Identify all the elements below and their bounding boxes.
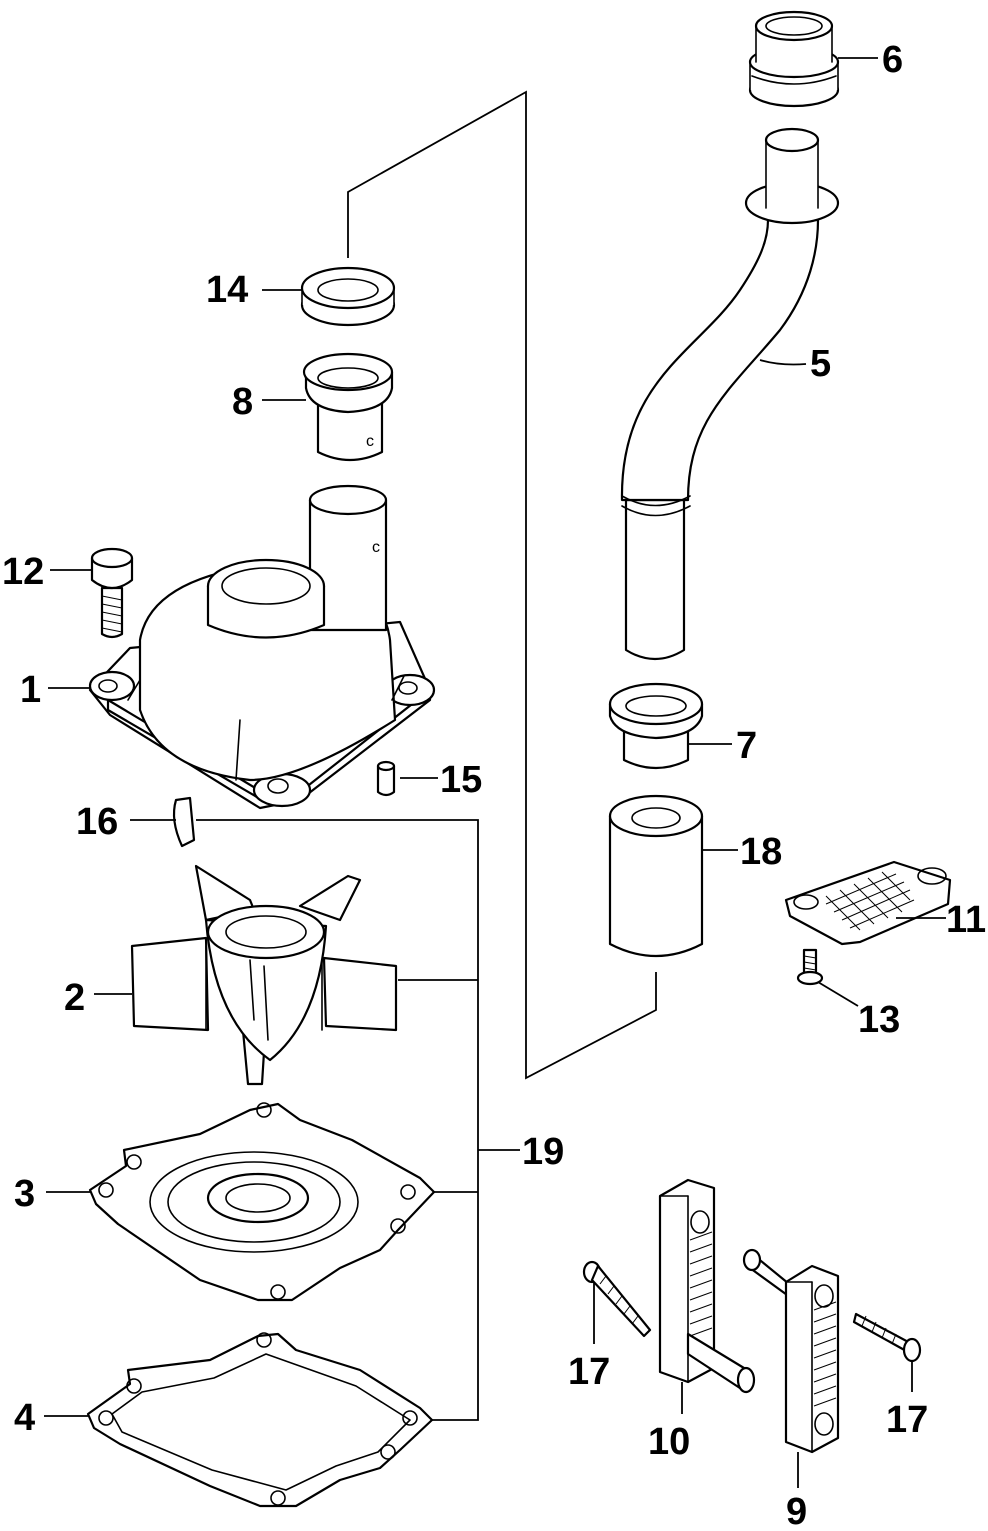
callout-10: 10 <box>648 1421 690 1463</box>
callout-18: 18 <box>740 831 782 873</box>
callout-7: 7 <box>736 725 757 767</box>
part-6-grommet <box>748 10 840 108</box>
part-16-key <box>172 796 196 848</box>
c-mark: c <box>366 433 374 450</box>
callout-3: 3 <box>14 1173 35 1215</box>
part-1-pump-housing: c <box>88 484 436 810</box>
callout-6: 6 <box>882 39 903 81</box>
callout-17-left: 17 <box>568 1351 610 1393</box>
callout-2: 2 <box>64 977 85 1019</box>
callout-16: 16 <box>76 801 118 843</box>
callout-17-right: 17 <box>886 1399 928 1441</box>
part-17-screw-left <box>582 1260 652 1338</box>
callout-12: 12 <box>2 551 44 593</box>
part-3-plate <box>88 1102 436 1302</box>
callout-4: 4 <box>14 1397 35 1439</box>
kit-19-bracket <box>196 819 520 1421</box>
callout-13: 13 <box>858 999 900 1041</box>
part-15-pin <box>376 760 396 797</box>
callout-19: 19 <box>522 1131 564 1173</box>
part-18-rubber-sleeve <box>608 794 704 958</box>
part-4-gasket <box>86 1332 434 1508</box>
part-17-screw-right <box>852 1312 922 1363</box>
callout-15: 15 <box>440 759 482 801</box>
assembly-leader-line <box>347 90 657 1080</box>
part-9-bracket <box>742 1248 840 1454</box>
part-14-seal-ring <box>300 266 396 327</box>
part-11-screen-plate <box>784 860 952 946</box>
part-10-bracket <box>658 1178 756 1394</box>
part-13-screw <box>796 948 824 986</box>
callout-9: 9 <box>786 1491 807 1531</box>
callout-8: 8 <box>232 381 253 423</box>
callout-1: 1 <box>20 669 41 711</box>
callout-14: 14 <box>206 269 248 311</box>
c-mark: c <box>372 539 380 556</box>
part-5-water-tube <box>620 127 840 660</box>
part-7-sleeve <box>608 682 704 770</box>
callout-11: 11 <box>946 899 986 941</box>
part-8-sleeve: c <box>302 352 394 462</box>
part-2-impeller <box>130 864 398 1086</box>
part-12-bolt <box>90 547 134 639</box>
callout-5: 5 <box>810 343 831 385</box>
